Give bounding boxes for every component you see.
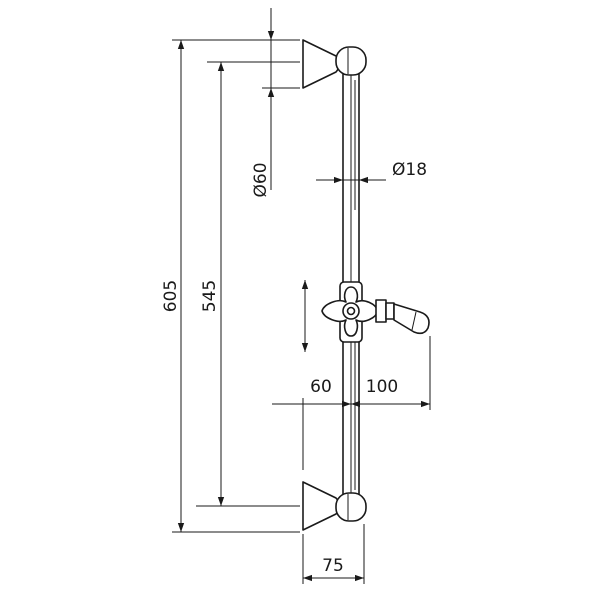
dim-label-100: 100 xyxy=(366,377,398,397)
dim-label-75: 75 xyxy=(322,556,344,576)
dimension-lines: 605 545 Ø60 Ø18 60 100 75 xyxy=(161,8,431,584)
dim-label-545: 545 xyxy=(200,280,220,312)
dim-label-o18: Ø18 xyxy=(392,160,427,180)
dim-label-60: 60 xyxy=(310,377,332,397)
bottom-wall-bracket xyxy=(302,481,367,531)
top-wall-bracket xyxy=(302,39,367,89)
shower-rail-assembly xyxy=(302,39,430,531)
dim-label-605: 605 xyxy=(161,280,181,312)
dim-label-o60: Ø60 xyxy=(251,162,271,197)
sliding-holder xyxy=(321,281,430,343)
